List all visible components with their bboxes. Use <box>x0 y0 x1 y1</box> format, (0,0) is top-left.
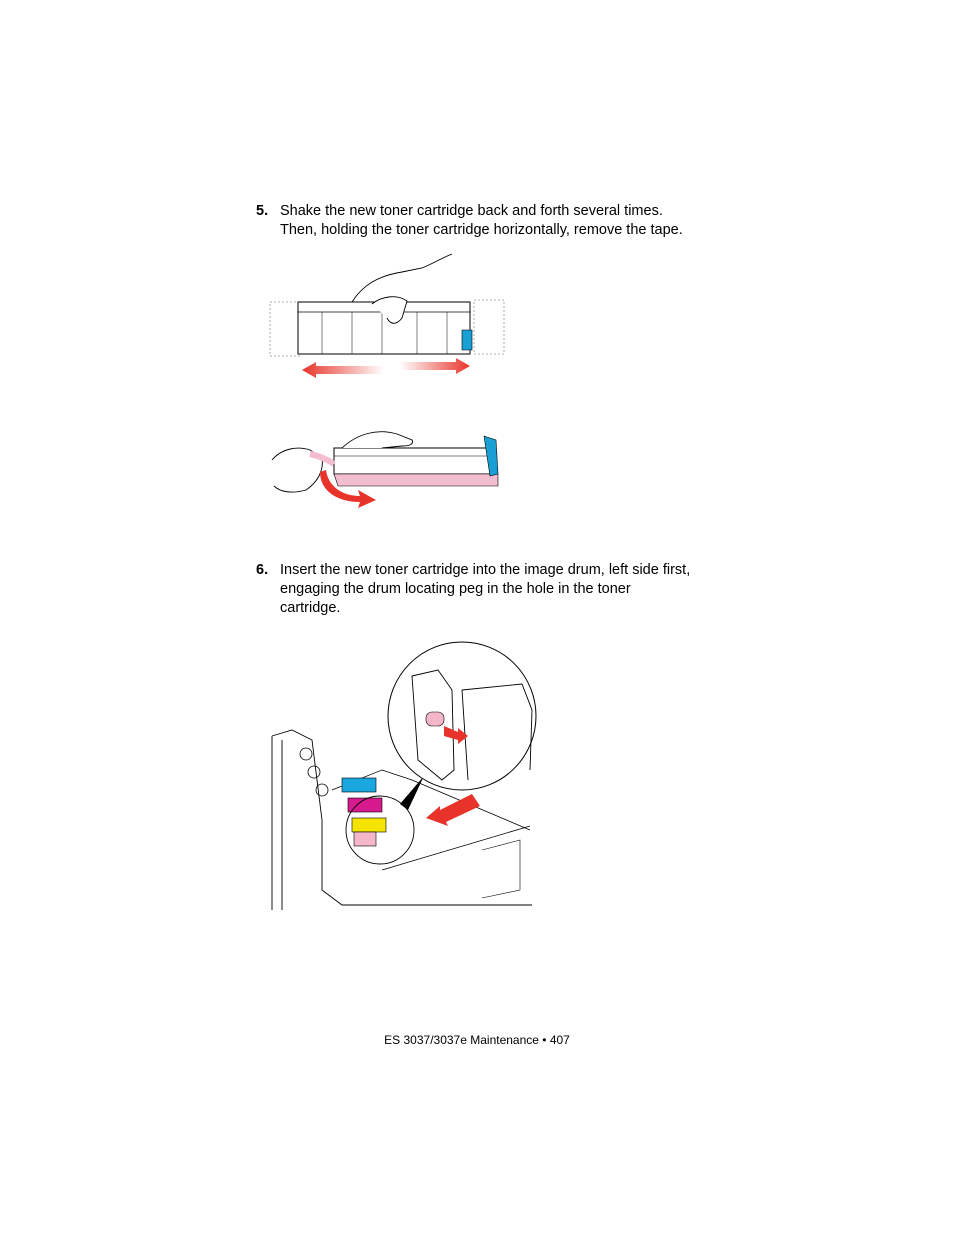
step-6: 6. Insert the new toner cartridge into t… <box>256 561 736 621</box>
step-text: Shake the new toner cartridge back and f… <box>280 202 683 240</box>
step-text: Insert the new toner cartridge into the … <box>280 561 690 618</box>
insert-cartridge-illustration <box>271 641 537 910</box>
step-line: cartridge. <box>280 600 341 616</box>
step-number: 6. <box>256 562 269 578</box>
step-line: engaging the drum locating peg in the ho… <box>280 581 631 597</box>
step-number: 5. <box>256 203 269 219</box>
step-line: Then, holding the toner cartridge horizo… <box>280 222 683 238</box>
shake-cartridge-illustration <box>269 253 505 378</box>
remove-tape-illustration <box>271 431 499 508</box>
step-line: Insert the new toner cartridge into the … <box>280 562 691 578</box>
page-footer: ES 3037/3037e Maintenance • 407 <box>384 1033 570 1047</box>
step-5: 5. Shake the new toner cartridge back an… <box>256 202 736 242</box>
step-line: Shake the new toner cartridge back and f… <box>280 203 663 219</box>
